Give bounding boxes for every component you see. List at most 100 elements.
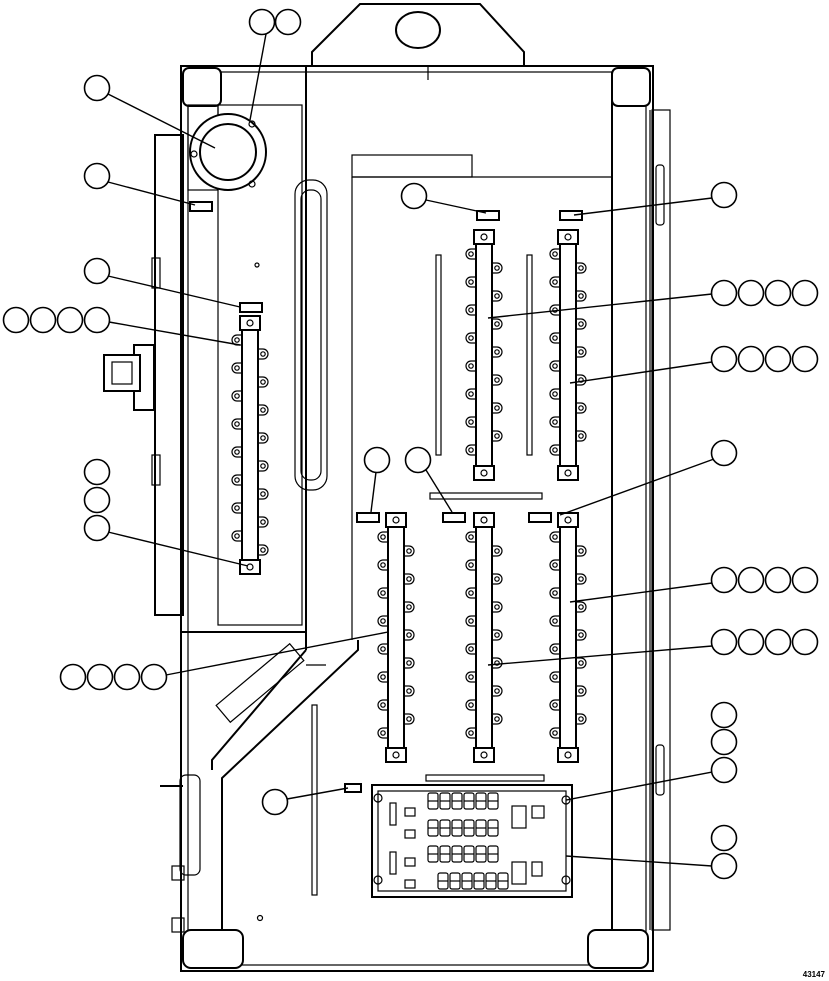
- callouts: [2, 8, 819, 880]
- callout: [569, 345, 819, 384]
- left-door-panel: [103, 134, 184, 616]
- callout: [261, 787, 349, 816]
- callout-leader-line: [165, 631, 389, 676]
- callout-circle: [29, 306, 57, 334]
- callout-leader-line: [107, 181, 196, 206]
- callout-circle: [83, 306, 111, 334]
- cabinet-frame: [180, 65, 671, 972]
- relay: [439, 845, 451, 863]
- callout: [400, 182, 487, 214]
- terminal-strip: [377, 512, 415, 763]
- callout-circle: [83, 514, 111, 542]
- callout-leader-line: [565, 771, 713, 801]
- callout-circle: [710, 852, 738, 880]
- relay: [461, 872, 473, 890]
- callout-circle: [764, 566, 792, 594]
- relay: [487, 792, 499, 810]
- callout-circle: [140, 663, 168, 691]
- callout: [565, 756, 738, 801]
- callout-circle: [113, 663, 141, 691]
- callout-circle: [86, 663, 114, 691]
- board-component: [404, 879, 416, 889]
- lower-chute: [181, 631, 362, 930]
- callout-leader-line: [107, 275, 241, 308]
- relay: [497, 872, 509, 890]
- callout-circle: [737, 628, 765, 656]
- upper-right-backplate: [351, 154, 612, 640]
- relay: [475, 792, 487, 810]
- terminal-strip: [465, 229, 503, 481]
- strip-label: [528, 512, 552, 523]
- relay: [451, 845, 463, 863]
- relay: [487, 819, 499, 837]
- callout-circle: [59, 663, 87, 691]
- terminal-strip: [549, 512, 587, 763]
- callout-circle: [248, 8, 276, 36]
- callout-circle: [404, 446, 432, 474]
- board-component: [404, 829, 416, 839]
- relay: [475, 845, 487, 863]
- callout-leader-line: [108, 321, 241, 346]
- lifting-lug: [311, 3, 525, 80]
- relay: [439, 792, 451, 810]
- callout-circle: [710, 824, 738, 852]
- callout-leader-line: [559, 458, 715, 516]
- relay: [463, 819, 475, 837]
- callout-circle: [791, 566, 819, 594]
- callout-leader-line: [565, 855, 713, 867]
- left-compartment: [180, 65, 328, 650]
- callout-circle: [710, 628, 738, 656]
- callout: [363, 446, 391, 513]
- callout-circle: [83, 486, 111, 514]
- relay: [485, 872, 497, 890]
- callout-circle: [737, 279, 765, 307]
- callout: [83, 162, 196, 206]
- callout: [559, 439, 738, 516]
- callout-leader-line: [107, 93, 216, 149]
- callout-circle: [710, 701, 738, 729]
- terminal-strip: [465, 512, 503, 763]
- callout-circle: [56, 306, 84, 334]
- callout-leader-line: [286, 787, 349, 800]
- control-board: [371, 774, 573, 898]
- callout: [710, 728, 738, 756]
- callout-leader-line: [487, 645, 713, 666]
- callout-circle: [764, 628, 792, 656]
- relay: [427, 845, 439, 863]
- callout-leader-line: [569, 361, 713, 384]
- callout: [83, 514, 249, 567]
- callout: [83, 74, 216, 149]
- callout: [59, 631, 389, 691]
- relay: [473, 872, 485, 890]
- relay: [463, 792, 475, 810]
- figure-reference-number: 43147: [802, 970, 825, 979]
- callout-circle: [261, 788, 289, 816]
- callout-circle: [710, 728, 738, 756]
- callout: [565, 852, 738, 880]
- callout-circle: [83, 458, 111, 486]
- callout: [404, 446, 453, 513]
- terminal-strip: [231, 315, 269, 575]
- relay: [437, 872, 449, 890]
- callout-circle: [791, 279, 819, 307]
- relay: [487, 845, 499, 863]
- callout-circle: [83, 74, 111, 102]
- callout-circle: [710, 756, 738, 784]
- callout: [2, 306, 241, 346]
- callout-circle: [710, 439, 738, 467]
- callout-circle: [363, 446, 391, 474]
- callout: [710, 701, 738, 729]
- board-component: [404, 857, 416, 867]
- callout-leader-line: [569, 582, 713, 603]
- callout-circle: [83, 257, 111, 285]
- callout-circle: [764, 345, 792, 373]
- callout-circle: [710, 566, 738, 594]
- callout: [83, 486, 111, 514]
- callout-circle: [764, 279, 792, 307]
- callout-circle: [791, 345, 819, 373]
- callout-leader-line: [249, 33, 267, 121]
- relay: [449, 872, 461, 890]
- callout-leader-line: [425, 469, 453, 513]
- callout-leader-line: [107, 531, 249, 567]
- callout: [569, 566, 819, 603]
